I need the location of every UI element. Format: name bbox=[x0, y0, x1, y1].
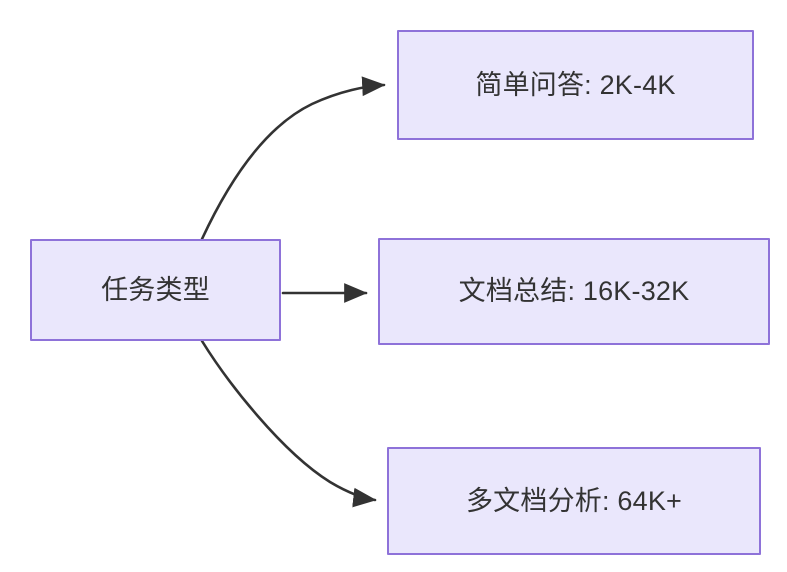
node-simple-qa[interactable]: 简单问答: 2K-4K bbox=[397, 30, 754, 140]
node-multidoc-analysis[interactable]: 多文档分析: 64K+ bbox=[387, 447, 761, 555]
edge-source-to-multidoc bbox=[200, 339, 377, 508]
edge-source-to-simple-qa bbox=[200, 76, 386, 241]
node-multidoc-analysis-label: 多文档分析: 64K+ bbox=[465, 485, 682, 516]
node-task-type-label: 任务类型 bbox=[101, 274, 210, 305]
node-task-type[interactable]: 任务类型 bbox=[30, 239, 281, 341]
node-doc-summary-label: 文档总结: 16K-32K bbox=[458, 276, 690, 307]
node-simple-qa-label: 简单问答: 2K-4K bbox=[475, 69, 676, 100]
node-doc-summary[interactable]: 文档总结: 16K-32K bbox=[378, 238, 770, 345]
